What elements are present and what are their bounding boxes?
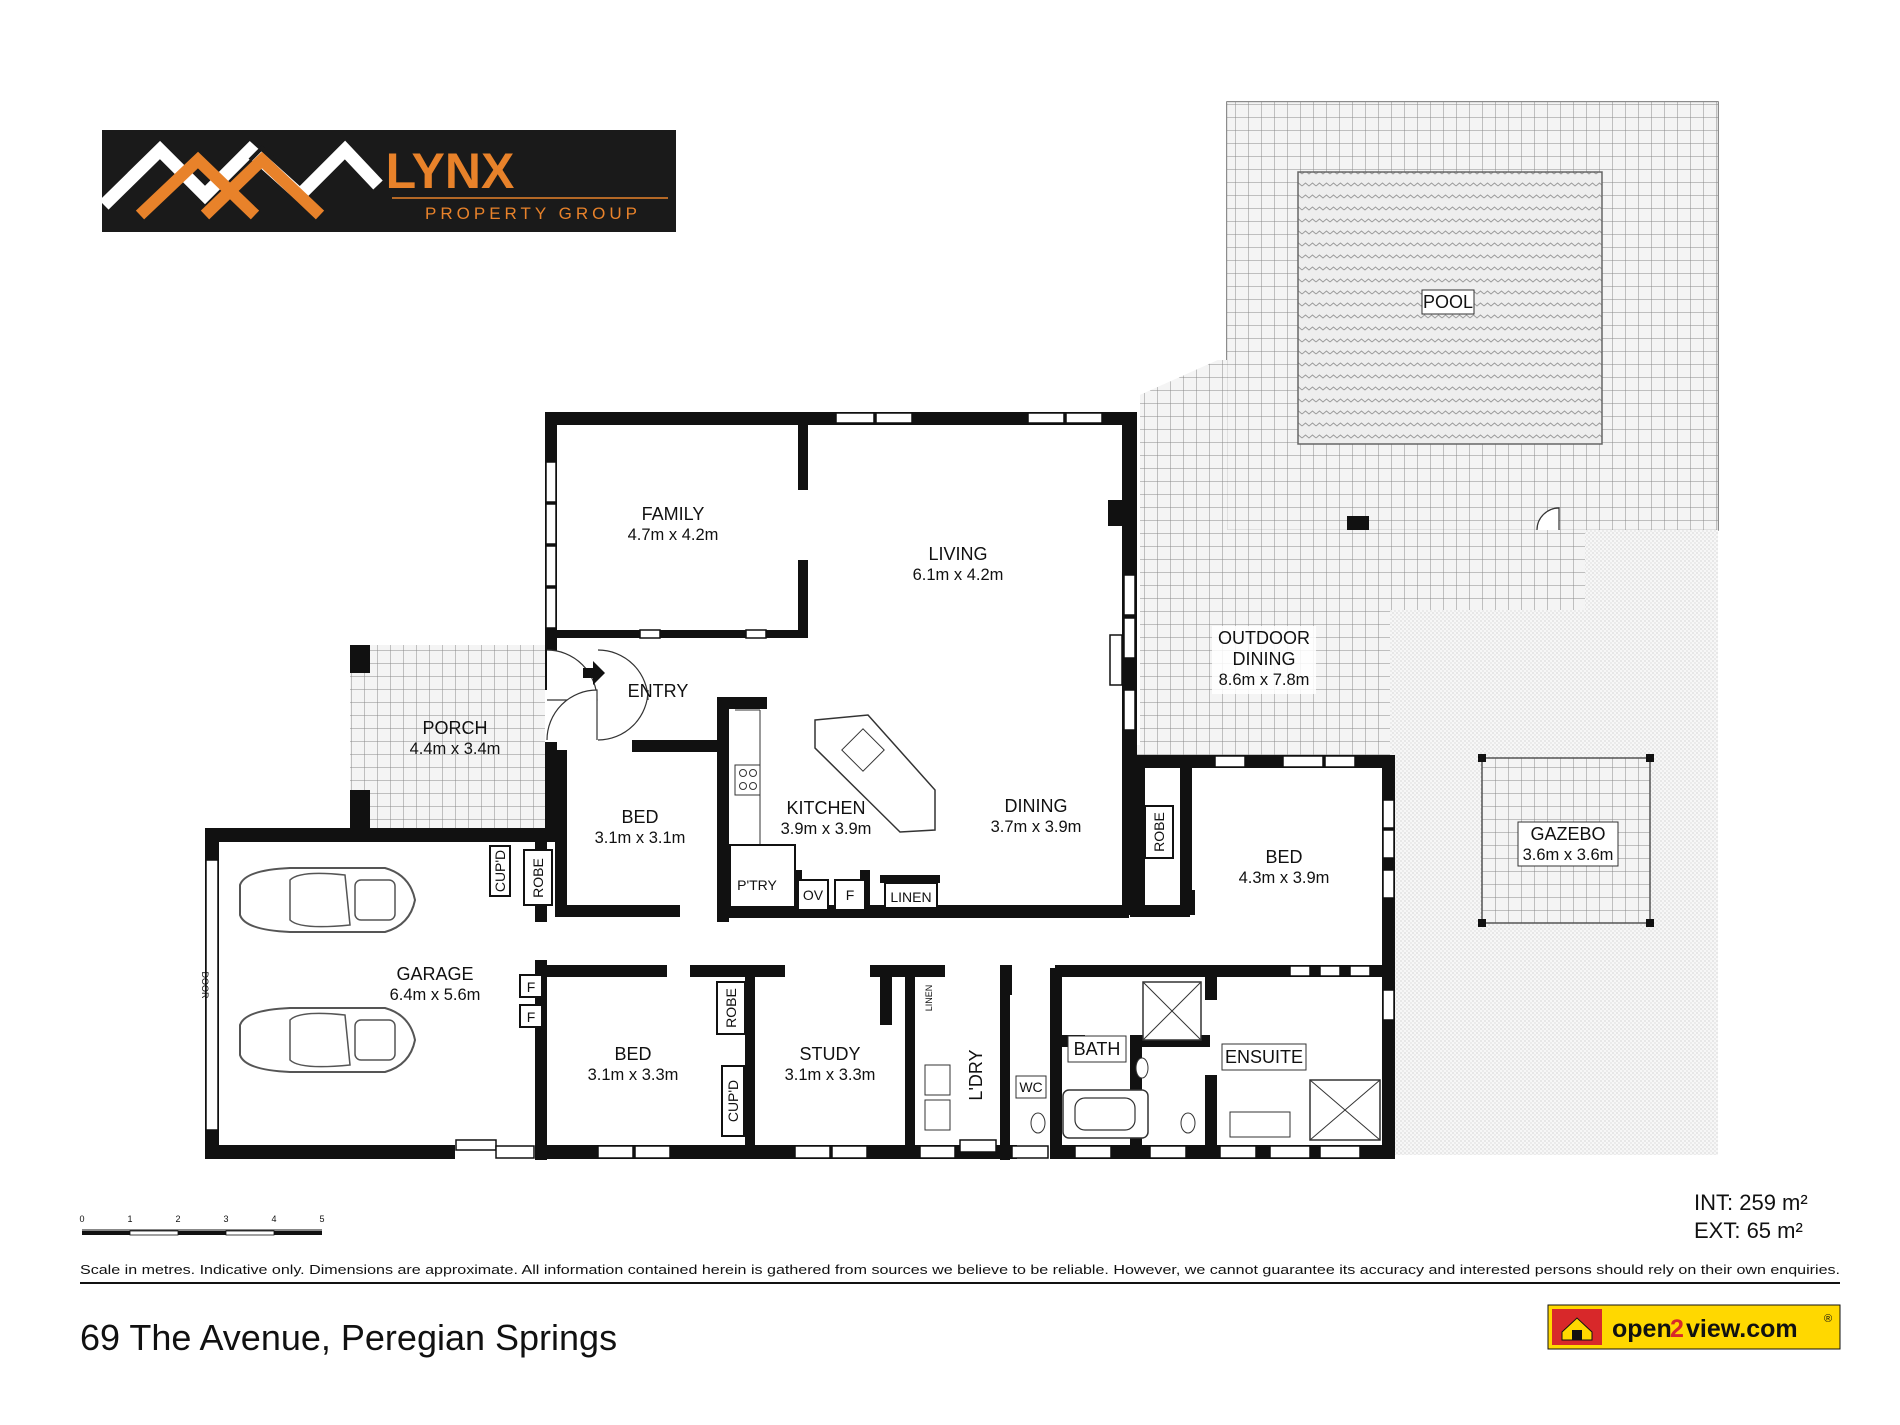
dims-kitchen: 3.9m x 3.9m: [781, 820, 872, 838]
label-dining: DINING: [1005, 796, 1068, 816]
area-int: INT: 259 m²: [1694, 1190, 1808, 1215]
scale-tick-4: 4: [271, 1214, 276, 1224]
fixture-labels: ROBE CUP'D ROBE CUP'D P'TRY OV F LINEN R…: [489, 805, 1174, 1137]
garage-door-label: DOOR: [200, 972, 210, 1000]
open2view-text-c: view.com: [1686, 1315, 1798, 1343]
label-family: FAMILY: [642, 504, 705, 524]
car-icon: [239, 867, 417, 933]
label-pool: POOL: [1423, 292, 1473, 312]
label-bed-main: BED: [1265, 847, 1302, 867]
label-robe-bed1: ROBE: [530, 858, 546, 898]
brand-name: LYNX: [386, 143, 515, 199]
bathtub: [1062, 1089, 1149, 1139]
label-bed-2: BED: [614, 1044, 651, 1064]
label-robe-bed2: ROBE: [723, 988, 739, 1028]
disclaimer: Scale in metres. Indicative only. Dimens…: [80, 1262, 1840, 1277]
scale-tick-5: 5: [319, 1214, 324, 1224]
label-study: STUDY: [799, 1044, 860, 1064]
brand-tagline: PROPERTY GROUP: [425, 204, 641, 223]
dims-living: 6.1m x 4.2m: [913, 566, 1004, 584]
label-gazebo: GAZEBO: [1530, 824, 1605, 844]
dims-bed-main: 4.3m x 3.9m: [1239, 869, 1330, 887]
scale-tick-0: 0: [79, 1214, 84, 1224]
label-porch: PORCH: [422, 718, 487, 738]
label-oven: OV: [803, 887, 824, 903]
open2view-logo: open 2 view.com ®: [1547, 1304, 1841, 1350]
garage-fridge-1: F: [527, 979, 536, 995]
label-bed-1: BED: [621, 807, 658, 827]
label-cupd-study: CUP'D: [725, 1080, 741, 1122]
label-outdoor-dining-1: OUTDOOR: [1218, 628, 1310, 648]
label-linen-laundry: LINEN: [924, 985, 934, 1012]
open2view-text-a: open: [1612, 1315, 1672, 1343]
label-kitchen: KITCHEN: [786, 798, 865, 818]
label-linen-hall: LINEN: [890, 889, 931, 905]
dims-bed-2: 3.1m x 3.3m: [588, 1066, 679, 1084]
scale-tick-2: 2: [175, 1214, 180, 1224]
address: 69 The Avenue, Peregian Springs: [80, 1317, 617, 1358]
car-icon: [239, 1007, 417, 1073]
label-cupd-garage: CUP'D: [492, 850, 508, 892]
open2view-reg: ®: [1824, 1313, 1832, 1325]
label-living: LIVING: [928, 544, 987, 564]
label-laundry: L'DRY: [966, 1049, 986, 1100]
label-outdoor-dining-2: DINING: [1233, 649, 1296, 669]
open2view-text-b: 2: [1670, 1315, 1684, 1343]
label-ensuite: ENSUITE: [1225, 1047, 1303, 1067]
label-garage: GARAGE: [396, 964, 473, 984]
dims-bed-1: 3.1m x 3.1m: [595, 829, 686, 847]
room-labels: FAMILY 4.7m x 4.2m LIVING 6.1m x 4.2m EN…: [390, 289, 1619, 1101]
lynx-logo: LYNX PROPERTY GROUP: [99, 130, 676, 232]
windows: [205, 412, 1395, 1159]
porch-area: [350, 645, 545, 830]
label-entry: ENTRY: [628, 681, 689, 701]
label-robe-main: ROBE: [1151, 812, 1167, 852]
area-ext: EXT: 65 m²: [1694, 1218, 1803, 1243]
label-wc: WC: [1019, 1079, 1042, 1095]
cooktop: [734, 764, 761, 796]
label-fridge: F: [846, 887, 855, 903]
scale-tick-3: 3: [223, 1214, 228, 1224]
entry-arrow-icon: [583, 661, 605, 685]
dims-family: 4.7m x 4.2m: [628, 526, 719, 544]
kitchen-island: [814, 714, 936, 833]
dims-study: 3.1m x 3.3m: [785, 1066, 876, 1084]
dims-garage: 6.4m x 5.6m: [390, 986, 481, 1004]
scale-tick-1: 1: [127, 1214, 132, 1224]
dims-dining: 3.7m x 3.9m: [991, 818, 1082, 836]
label-pantry: P'TRY: [737, 877, 777, 893]
dims-gazebo: 3.6m x 3.6m: [1523, 846, 1614, 864]
dims-outdoor-dining: 8.6m x 7.8m: [1219, 671, 1310, 689]
scale-bar: 0 1 2 3 4 5: [79, 1214, 325, 1236]
entry-doors: [546, 649, 649, 741]
dims-porch: 4.4m x 3.4m: [410, 740, 501, 758]
label-bath: BATH: [1074, 1039, 1121, 1059]
garage-fridge-2: F: [527, 1009, 536, 1025]
